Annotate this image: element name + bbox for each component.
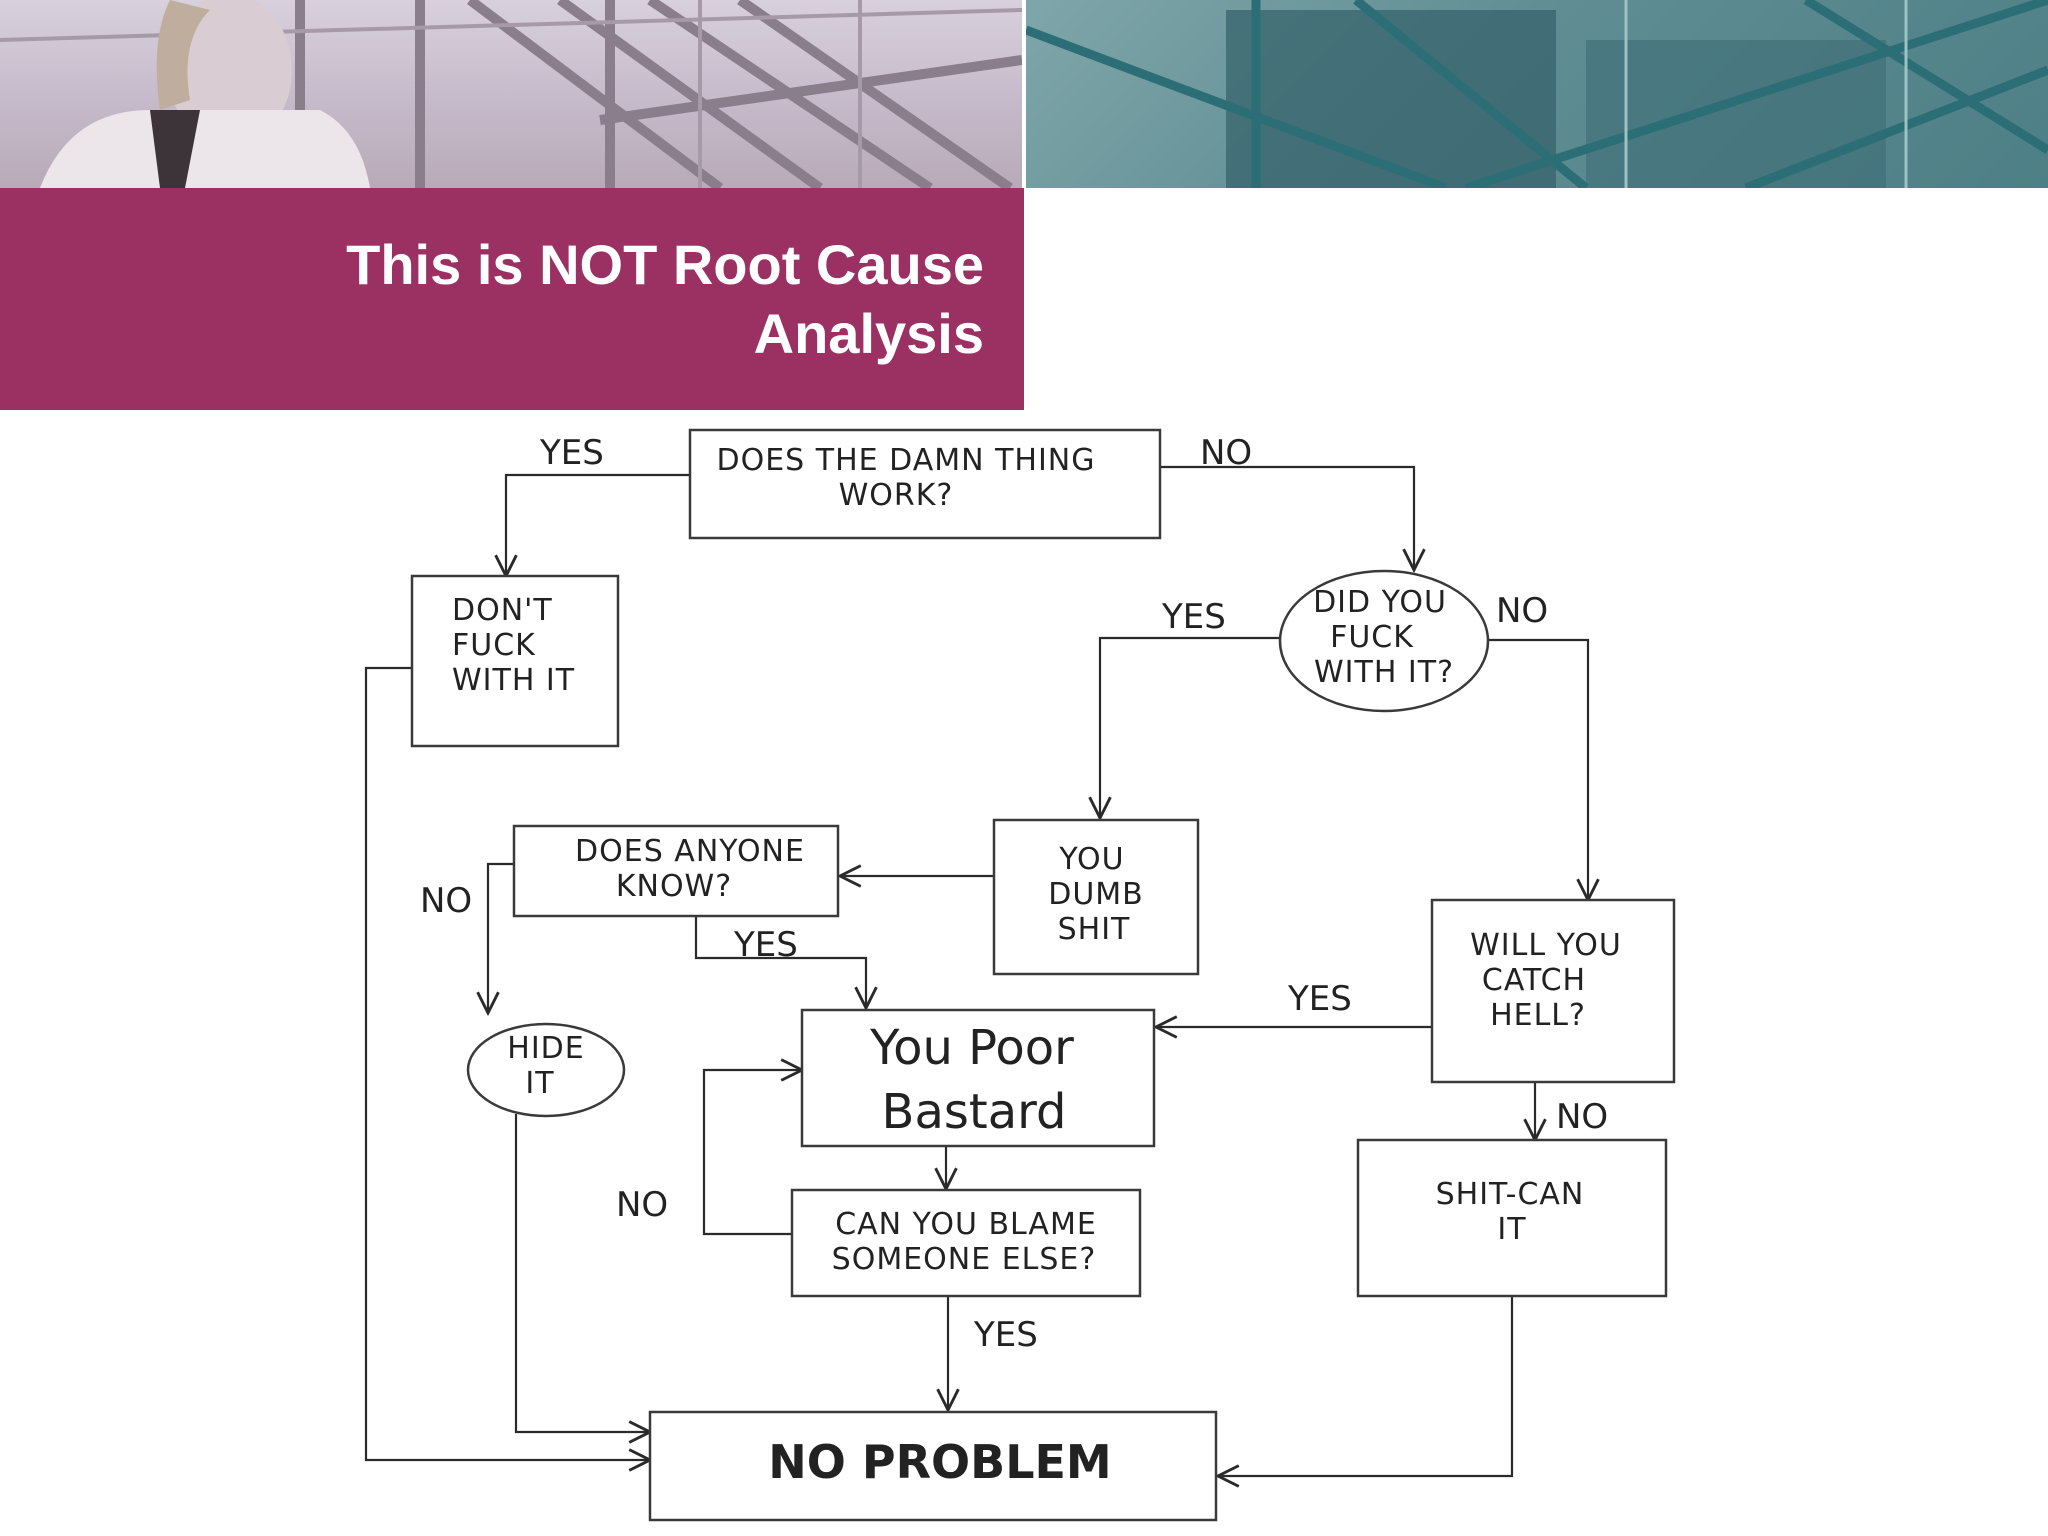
node-fucked: DID YOU FUCK WITH IT? [1278,569,1490,713]
node-dumb-line-2: DUMB [1048,877,1144,912]
node-poor: You Poor Bastard [800,1008,1156,1148]
label-hell-yes: YES [1287,979,1352,1019]
node-dont-touch-line-2: FUCK [452,628,536,663]
edge-fucked-yes [1100,636,1280,818]
edge-blame-no [702,1070,802,1236]
node-blame-line-2: SOMEONE ELSE? [832,1242,1097,1277]
node-works-line-2: WORK? [839,478,954,513]
node-blame: CAN YOU BLAME SOMEONE ELSE? [790,1188,1142,1298]
edge-hide-noprob [514,1114,650,1432]
node-hide-line-2: IT [525,1066,554,1101]
node-anyone-line-2: KNOW? [616,869,732,904]
node-shitcan-line-1: SHIT-CAN [1436,1177,1585,1212]
edge-shitcan-noprob [1218,1296,1514,1476]
node-dont-touch-line-1: DON'T [452,593,553,628]
label-works-no: NO [1200,433,1252,473]
label-works-yes: YES [539,433,604,473]
edge-fucked-no [1486,638,1588,900]
node-shitcan-line-2: IT [1497,1212,1526,1247]
node-dumb: YOU DUMB SHIT [992,818,1200,976]
label-anyone-yes: YES [733,925,798,965]
node-anyone: DOES ANYONE KNOW? [512,824,840,918]
node-fucked-line-3: WITH IT? [1314,655,1454,690]
label-anyone-no: NO [420,881,472,921]
slide-title-line-2: Analysis [753,302,984,365]
node-hell-line-1: WILL YOU [1470,928,1622,963]
node-noprob-text: NO PROBLEM [768,1435,1111,1489]
edge-anyone-no [488,862,514,1013]
node-fucked-line-2: FUCK [1330,620,1414,655]
node-dont-touch: DON'T FUCK WITH IT [410,574,620,748]
header-photo-left [0,0,1022,188]
node-hide-line-1: HIDE [507,1031,584,1066]
node-poor-line-1: You Poor [869,1020,1074,1076]
label-blame-no: NO [616,1185,668,1225]
label-blame-yes: YES [973,1315,1038,1355]
label-fucked-yes: YES [1161,597,1226,637]
node-noprob: NO PROBLEM [648,1410,1218,1522]
node-works-line-1: DOES THE DAMN THING [717,443,1096,478]
node-dumb-line-1: YOU [1058,842,1124,877]
node-fucked-line-1: DID YOU [1313,585,1447,620]
slide-title-line-1: This is NOT Root Cause [346,233,984,296]
edge-donttouch-noprob [364,666,650,1460]
header-photo-right [1026,0,2048,188]
node-hide: HIDE IT [466,1022,626,1118]
node-dont-touch-line-3: WITH IT [452,663,575,698]
title-banner: This is NOT Root Cause Analysis [0,188,1024,410]
label-fucked-no: NO [1496,591,1548,631]
edge-works-yes [506,473,690,576]
node-hell-line-3: HELL? [1490,998,1586,1033]
slide-title: This is NOT Root Cause Analysis [84,230,984,368]
node-shitcan: SHIT-CAN IT [1356,1138,1668,1298]
node-works: DOES THE DAMN THING WORK? [688,428,1162,540]
node-dumb-line-3: SHIT [1058,912,1131,947]
label-hell-no: NO [1556,1097,1608,1137]
node-hell: WILL YOU CATCH HELL? [1430,898,1676,1084]
node-hell-line-2: CATCH [1482,963,1586,998]
node-poor-line-2: Bastard [882,1084,1067,1140]
edge-anyone-yes [694,917,866,1008]
edge-works-no [1160,465,1414,570]
node-anyone-line-1: DOES ANYONE [575,834,805,869]
node-blame-line-1: CAN YOU BLAME [835,1207,1097,1242]
